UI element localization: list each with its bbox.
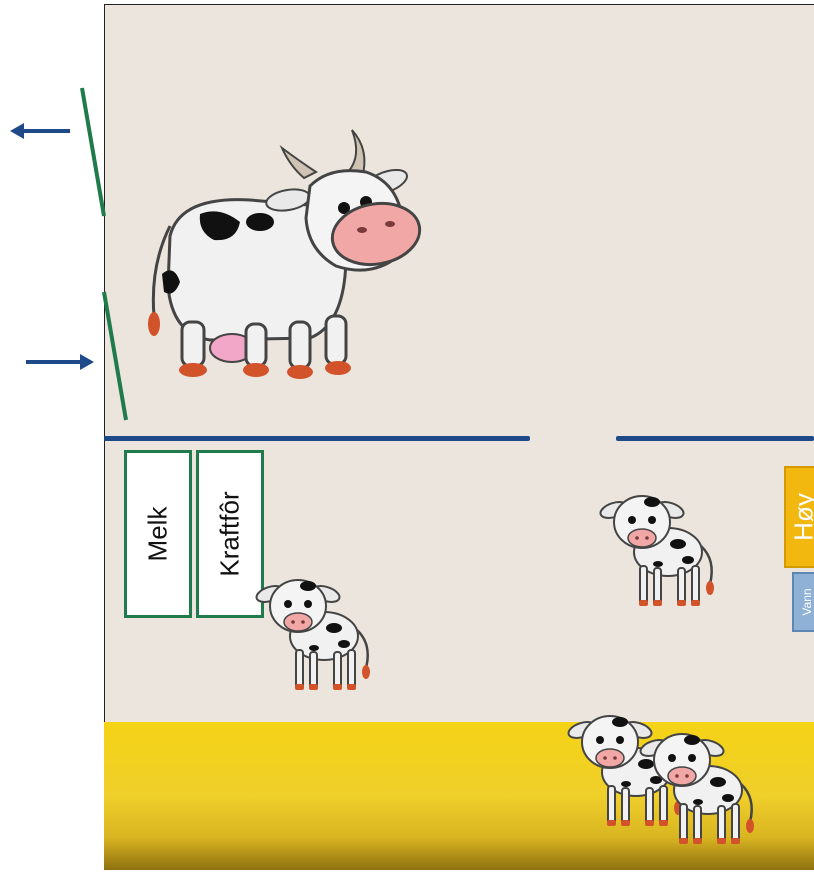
calf-icon (606, 480, 726, 614)
hay-label-text: Høy (789, 493, 814, 541)
concentrate-label: Kraftfôr (196, 450, 264, 618)
water-label-text: Vann (800, 588, 814, 615)
water-label: Vann (792, 572, 814, 632)
concentrate-label-text: Kraftfôr (215, 491, 246, 576)
milk-label-text: Melk (143, 507, 174, 562)
calf-icon (262, 564, 382, 698)
hay-label: Høy (784, 466, 814, 568)
cow-icon (140, 126, 430, 386)
calf-icon (646, 718, 766, 852)
arrow-left-icon (10, 121, 72, 141)
arrow-right-icon (26, 352, 94, 372)
milk-label: Melk (124, 450, 192, 618)
